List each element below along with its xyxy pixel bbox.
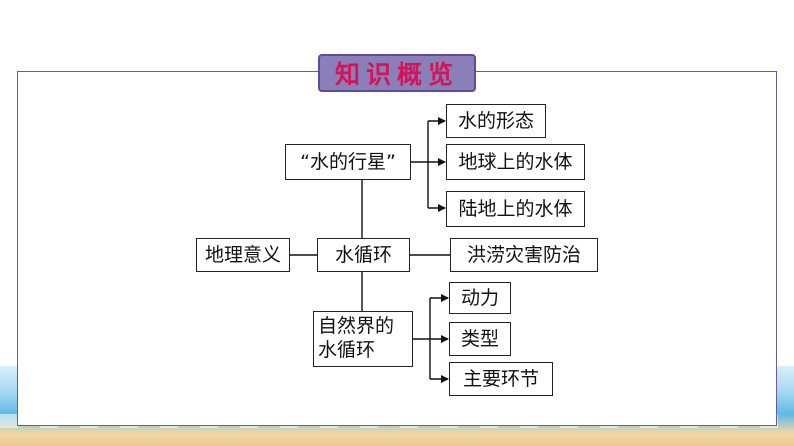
node-links: 主要环节 bbox=[449, 362, 553, 396]
node-geo-meaning: 地理意义 bbox=[196, 238, 290, 272]
node-forms: 水的形态 bbox=[446, 104, 546, 138]
node-cycle: 水循环 bbox=[317, 238, 410, 272]
node-natural-cycle: 自然界的水循环 bbox=[313, 311, 413, 367]
node-type: 类型 bbox=[449, 322, 511, 356]
node-earth-water: 地球上的水体 bbox=[446, 144, 585, 180]
node-land-water: 陆地上的水体 bbox=[446, 191, 585, 227]
title-text: 知识概览 bbox=[334, 60, 459, 89]
node-planet: “水的行星” bbox=[285, 144, 411, 180]
node-flood: 洪涝灾害防治 bbox=[450, 238, 598, 272]
node-power: 动力 bbox=[449, 282, 511, 314]
title-badge: 知识概览 bbox=[318, 54, 476, 92]
